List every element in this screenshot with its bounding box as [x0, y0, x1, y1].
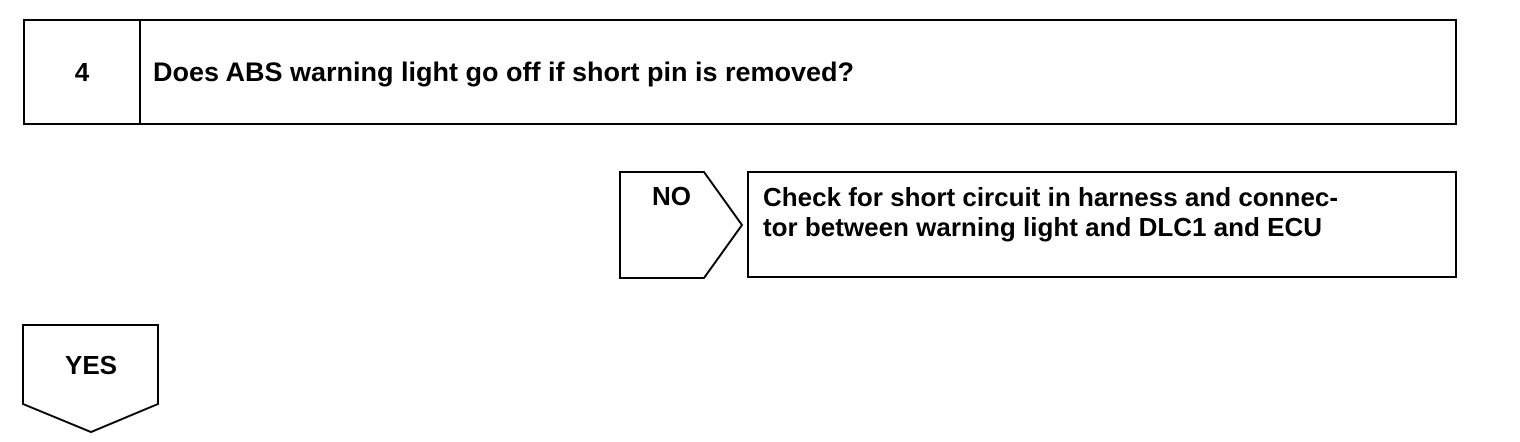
no-label: NO — [652, 181, 691, 211]
step-box: 4 Does ABS warning light go off if short… — [23, 19, 1457, 125]
yes-arrow-shape — [22, 324, 159, 434]
no-result-box: Check for short circuit in harness and c… — [747, 171, 1457, 278]
no-arrow-shape — [619, 171, 744, 279]
no-result-line-2: tor between warning light and DLC1 and E… — [763, 212, 1323, 242]
step-number: 4 — [25, 21, 141, 123]
step-question: Does ABS warning light go off if short p… — [153, 56, 855, 87]
no-result-line-1: Check for short circuit in harness and c… — [763, 182, 1339, 212]
yes-label: YES — [64, 350, 118, 380]
